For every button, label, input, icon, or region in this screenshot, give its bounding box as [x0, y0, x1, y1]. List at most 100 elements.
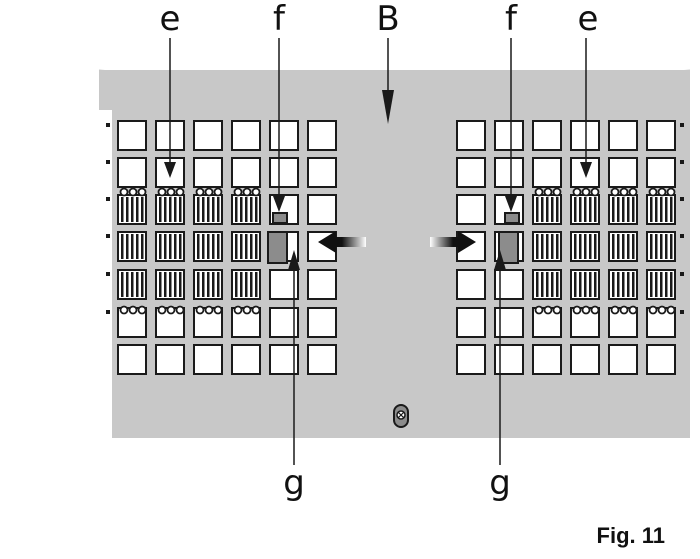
edge-tick [680, 272, 684, 276]
cutlery-handles [197, 234, 220, 259]
grid-cell [646, 157, 676, 188]
edge-tick [680, 123, 684, 127]
pointer-e-left [164, 38, 176, 178]
cutlery-handles [121, 234, 144, 259]
grid-cell [532, 120, 562, 151]
figure-caption: Fig. 11 [597, 523, 665, 548]
grid-cell [155, 344, 185, 375]
grid-cell [608, 120, 638, 151]
push-left-arrow-icon [318, 231, 366, 253]
cutlery-loops [534, 187, 562, 197]
edge-tick [680, 197, 684, 201]
cutlery-handles [197, 197, 220, 222]
grid-cell [307, 194, 337, 225]
cutlery-loops [648, 187, 676, 197]
grid-cell [117, 157, 147, 188]
cutlery-handles [612, 234, 635, 259]
grid-cell [456, 269, 486, 300]
grid-cell [231, 157, 261, 188]
grid-cell [193, 120, 223, 151]
grid-cell [456, 120, 486, 151]
cutlery-handles [235, 272, 258, 297]
grid-cell [456, 194, 486, 225]
edge-tick [106, 272, 110, 276]
cutlery-handles [574, 234, 597, 259]
right-holder-f [498, 212, 520, 264]
cutlery-loops [572, 187, 600, 197]
grid-cell [193, 344, 223, 375]
cutlery-loops [610, 305, 638, 315]
screw-icon [393, 404, 409, 428]
grid-cell [456, 344, 486, 375]
cutlery-loops [195, 305, 223, 315]
edge-tick [106, 197, 110, 201]
grid-cell [269, 120, 299, 151]
cutlery-handles [235, 197, 258, 222]
label-e-left: e [160, 0, 181, 39]
grid-cell [494, 344, 524, 375]
grid-cell [646, 344, 676, 375]
cutlery-handles [197, 272, 220, 297]
grid-cell [269, 157, 299, 188]
cutlery-handles [574, 272, 597, 297]
cutlery-handles [159, 197, 182, 222]
label-e-right: e [578, 0, 599, 39]
grid-cell [307, 307, 337, 338]
label-f-right: f [505, 0, 518, 39]
grid-cell [494, 307, 524, 338]
cutlery-loops [233, 305, 261, 315]
cutlery-handles [650, 272, 673, 297]
edge-tick [680, 310, 684, 314]
grid-cell [646, 120, 676, 151]
grid-cell [307, 269, 337, 300]
cutlery-loops [610, 187, 638, 197]
edge-tick [106, 123, 110, 127]
grid-cell [532, 344, 562, 375]
cutlery-loops [195, 187, 223, 197]
cutlery-handles [121, 197, 144, 222]
cutlery-loops [157, 305, 185, 315]
grid-cell [307, 157, 337, 188]
grid-cell [117, 344, 147, 375]
grid-cell [608, 157, 638, 188]
edge-tick [680, 234, 684, 238]
label-g-left: g [283, 463, 305, 503]
cutlery-handles [650, 234, 673, 259]
cutlery-handles [574, 197, 597, 222]
pointer-g-right [494, 250, 506, 465]
grid-cell [494, 120, 524, 151]
cutlery-loops [119, 305, 147, 315]
cutlery-loops [572, 305, 600, 315]
grid-cell [570, 120, 600, 151]
grid-cell [307, 344, 337, 375]
grid-cell [456, 307, 486, 338]
grid-cell [570, 344, 600, 375]
label-g-right: g [489, 463, 511, 503]
edge-tick [680, 160, 684, 164]
cutlery-handles [159, 234, 182, 259]
cutlery-loops [157, 187, 185, 197]
grid-cell [494, 269, 524, 300]
pointer-f-right [505, 38, 517, 212]
edge-tick [106, 310, 110, 314]
grid-cell [231, 344, 261, 375]
cutlery-handles [536, 272, 559, 297]
grid-cell [307, 120, 337, 151]
left-holder-f [267, 212, 288, 264]
edge-tick [106, 234, 110, 238]
edge-tick [106, 160, 110, 164]
grid-cell [193, 157, 223, 188]
cutlery-handles [650, 197, 673, 222]
push-right-arrow-icon [430, 231, 476, 253]
grid-cell [456, 157, 486, 188]
pointer-b [382, 38, 394, 124]
grid-cell [494, 157, 524, 188]
grid-cell [117, 120, 147, 151]
grid-cell [231, 120, 261, 151]
grid-cell [608, 344, 638, 375]
right-cutlery-grid [456, 120, 684, 375]
cutlery-loops [648, 305, 676, 315]
label-f-left: f [273, 0, 286, 39]
label-b: B [376, 0, 399, 39]
